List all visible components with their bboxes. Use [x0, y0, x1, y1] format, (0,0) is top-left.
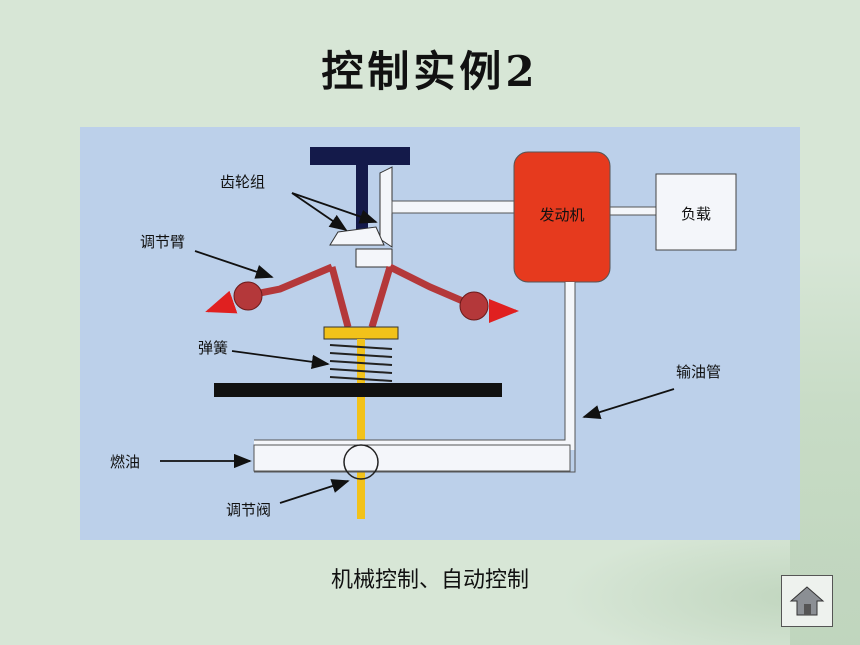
left-link [328, 266, 352, 328]
engine-box [513, 151, 611, 283]
spring-coils [329, 344, 393, 382]
governor-diagram: 发动机 负载 齿轮组 [80, 127, 800, 540]
right-adjust-arm [388, 263, 474, 309]
spring-arrow [231, 350, 330, 369]
valve-arrow [279, 479, 350, 504]
gear-arrow-1 [291, 192, 348, 232]
arm-arrow [194, 250, 274, 279]
spring-top-plate [323, 326, 399, 340]
engine-label: 发动机 [539, 206, 584, 224]
engine-shaft [391, 200, 517, 214]
valve-label: 调节阀 [226, 501, 271, 519]
bevel-gear-horizontal [329, 226, 385, 246]
adjust-arm-label: 调节臂 [140, 233, 185, 251]
fuel-inlet [253, 444, 571, 472]
gear-set-label: 齿轮组 [220, 173, 265, 191]
load-shaft [609, 206, 657, 216]
gear-arrow-2 [291, 192, 378, 224]
left-flyweight [233, 281, 263, 311]
upper-collar [355, 248, 393, 268]
spring-rod [357, 339, 365, 519]
slide-title: 控制实例2 [321, 47, 539, 96]
load-box [655, 173, 737, 251]
spring-label: 弹簧 [198, 339, 228, 357]
right-link [368, 265, 394, 329]
fuel-label: 燃油 [110, 453, 140, 471]
oil-pipe-arrow [582, 388, 675, 420]
load-label: 负载 [681, 205, 711, 223]
bevel-gear-vertical [379, 166, 393, 248]
fuel-pipe-outline-top [254, 282, 566, 441]
slide-caption: 机械控制、自动控制 [330, 568, 529, 593]
fuel-pipe-outline-bottom [254, 282, 576, 473]
right-flyweight [459, 291, 489, 321]
fixed-plate [214, 383, 502, 397]
oil-pipe-label: 输油管 [676, 363, 721, 381]
home-icon [789, 586, 825, 616]
vertical-shaft [356, 165, 368, 231]
fuel-pipe [254, 282, 575, 450]
home-button[interactable] [781, 575, 833, 627]
valve-circle [343, 444, 379, 480]
left-red-arrow [205, 290, 238, 314]
top-bar [310, 147, 410, 165]
